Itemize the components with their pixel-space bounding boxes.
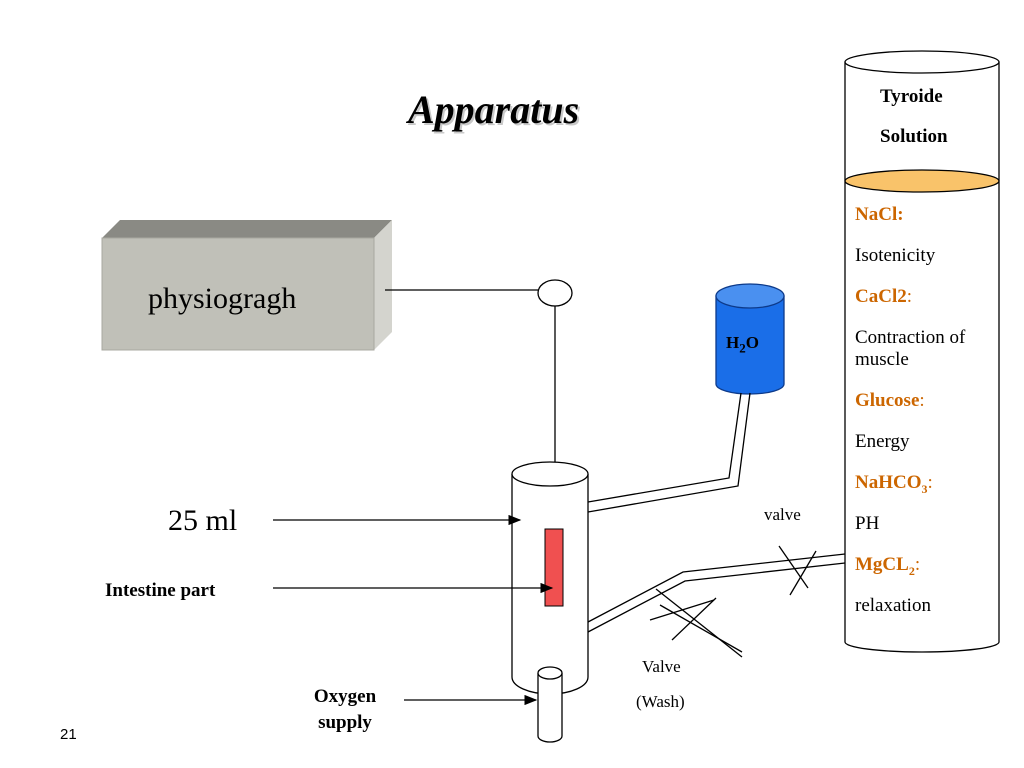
component-colon: :: [919, 390, 925, 411]
physiograph-label: physiogragh: [148, 282, 297, 315]
solution-title-line2: Solution: [880, 126, 948, 147]
component-name: CaCl2:: [855, 286, 995, 308]
component-name: MgCL2:: [855, 554, 995, 578]
water-label-h: H: [726, 333, 740, 352]
component-role: Isotenicity: [855, 245, 936, 266]
valve-top: [778, 545, 817, 596]
slide-title: Apparatus: [408, 87, 580, 132]
water-label: H2O: [726, 333, 759, 356]
water-label-sub: 2: [739, 340, 746, 356]
component-role: relaxation: [855, 595, 931, 616]
component-name: NaHCO3:: [855, 472, 995, 496]
component-colon: :: [927, 472, 933, 493]
component-subscript: 3: [921, 481, 928, 496]
component-name: NaCl:: [855, 204, 995, 226]
component-subscript: 2: [908, 563, 915, 578]
solution-surface: [844, 169, 1000, 193]
water-jar: [715, 283, 785, 395]
component-colon: :: [914, 554, 921, 575]
valve-top-label: valve: [764, 505, 801, 524]
component-role: Contraction of muscle: [855, 327, 966, 370]
component-role: Energy: [855, 431, 910, 452]
physiograph-box: [101, 220, 392, 351]
component-formula: MgCL: [855, 554, 909, 575]
component-formula: Glucose: [855, 390, 920, 411]
component-formula: CaCl2: [855, 286, 907, 307]
valve-wash: [649, 588, 743, 658]
water-tube: [587, 392, 751, 513]
intestine-label: Intestine part: [105, 580, 216, 601]
water-label-o: O: [745, 333, 759, 352]
component-formula: NaCl:: [855, 204, 904, 225]
intestine-strip: [544, 528, 564, 607]
solution-column: [844, 50, 1000, 653]
component-name: Glucose:: [855, 390, 995, 412]
component-role: PH: [855, 513, 880, 534]
volume-label: 25 ml: [168, 504, 238, 537]
organ-bath: [511, 461, 589, 695]
transducer-bulb: [537, 279, 573, 307]
solution-title-line1: Tyroide: [880, 86, 943, 107]
page-number: 21: [60, 726, 77, 743]
component-colon: :: [906, 286, 913, 307]
wash-label: (Wash): [636, 692, 685, 711]
oxygen-tube: [537, 666, 563, 743]
label-arrows: [273, 514, 554, 706]
solution-tube: [587, 553, 846, 633]
valve-wash-label: Valve: [642, 657, 681, 676]
oxygen-label: Oxygen supply: [313, 686, 377, 733]
component-formula: NaHCO: [855, 472, 922, 493]
